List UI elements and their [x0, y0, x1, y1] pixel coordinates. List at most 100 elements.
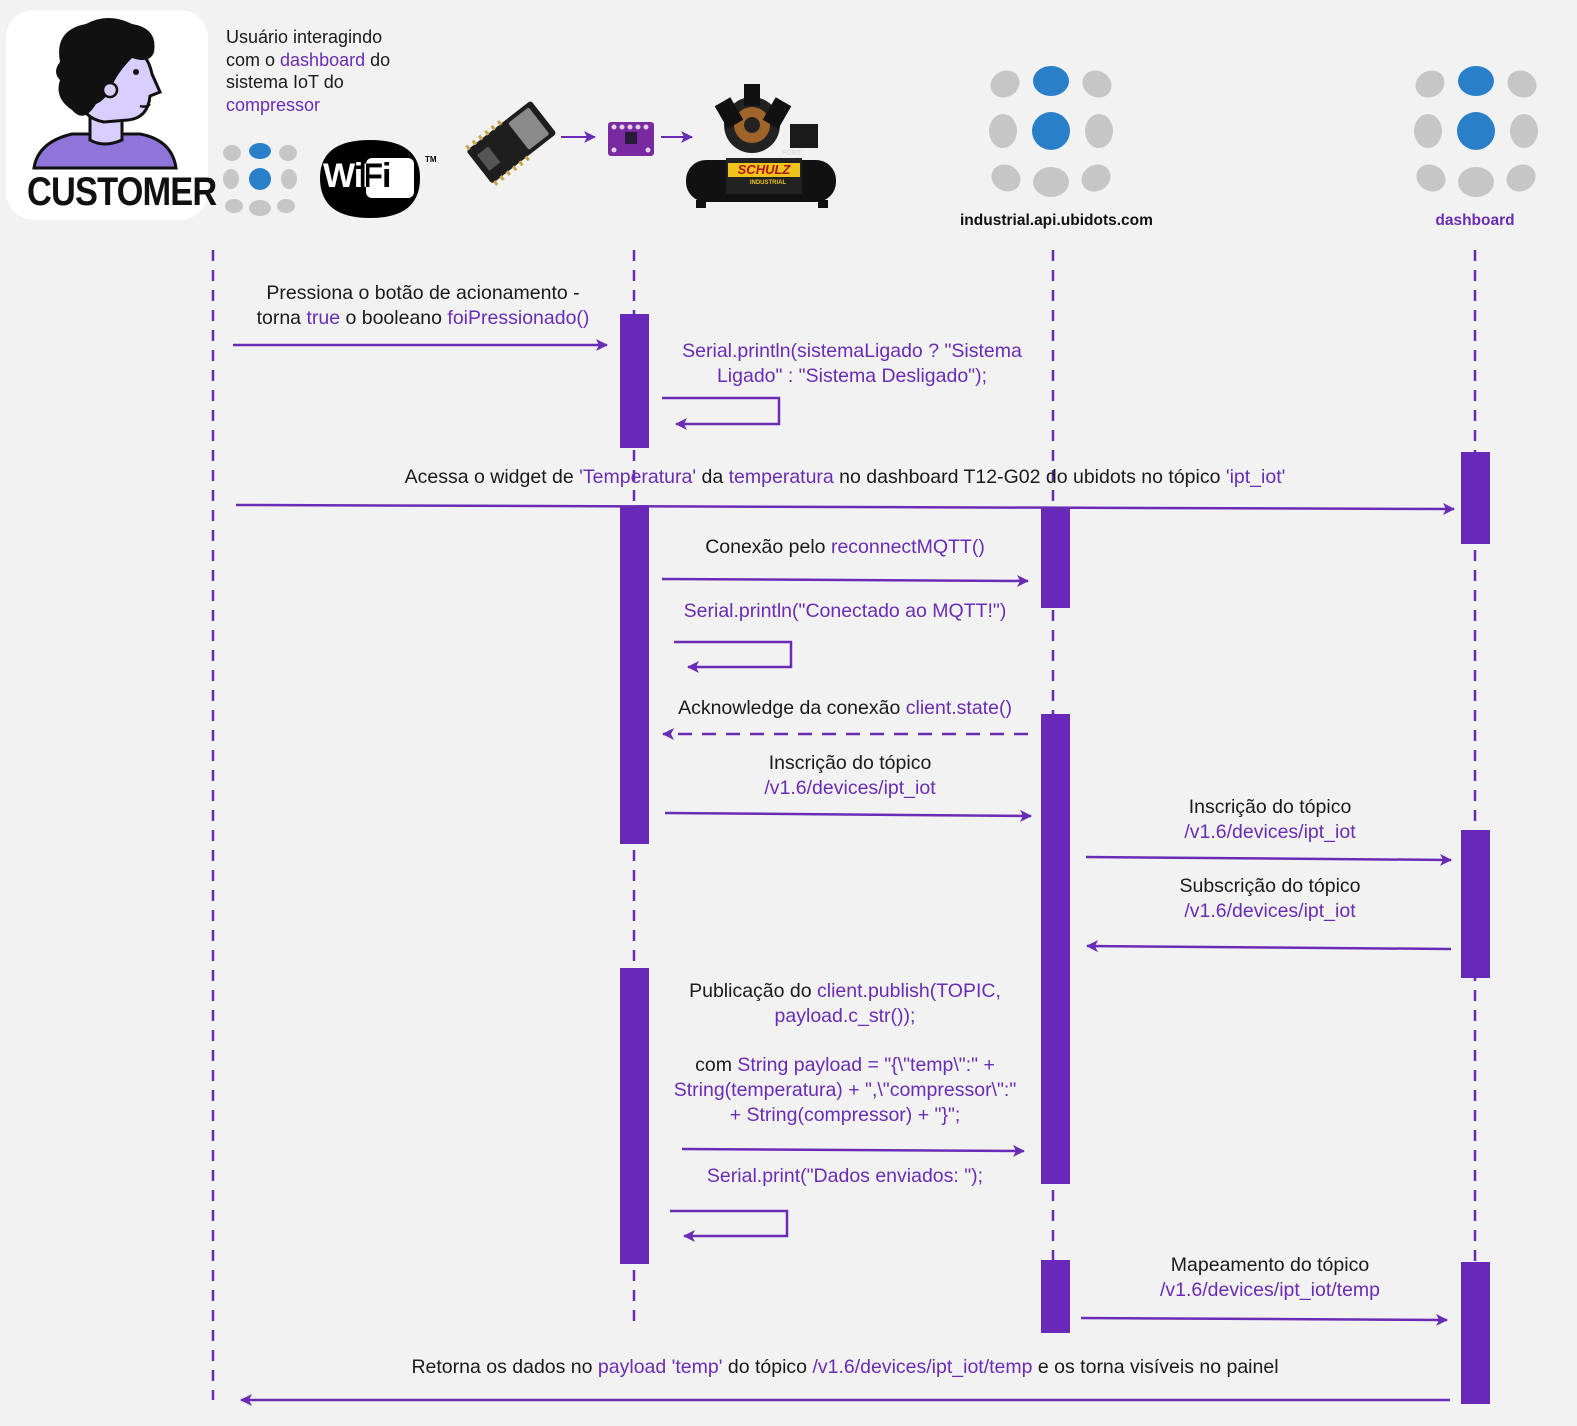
ubidots-api-logo: [989, 66, 1113, 197]
code-text: foiPressionado(): [447, 307, 590, 329]
message-line: /v1.6/devices/ipt_iot/temp: [1085, 1278, 1455, 1303]
ubidots-dashboard-logo: [1414, 66, 1538, 197]
plain-text: no dashboard T12-G02 do ubidots no tópic…: [833, 466, 1226, 488]
message-subscribe-topic-dashboard: Inscrição do tópico/v1.6/devices/ipt_iot: [1085, 795, 1455, 845]
code-text: /v1.6/devices/ipt_iot: [764, 777, 936, 799]
message-line: Ligado" : "Sistema Desligado");: [652, 364, 1052, 389]
code-text: String(temperatura) + ",\"compressor\":": [673, 1079, 1017, 1101]
message-line: /v1.6/devices/ipt_iot: [1085, 899, 1455, 924]
highlight-text: dashboard: [280, 49, 366, 70]
arrow-m8: [1085, 853, 1452, 866]
message-return-data: Retorna os dados no payload 'temp' do tó…: [240, 1355, 1450, 1380]
arrow-m3: [235, 502, 1455, 515]
message-line: Pressiona o botão de acionamento -: [223, 281, 623, 306]
message-topic-mapping: Mapeamento do tópico/v1.6/devices/ipt_io…: [1085, 1253, 1455, 1303]
message-line: [655, 1029, 1035, 1053]
message-line: Retorna os dados no payload 'temp' do tó…: [240, 1355, 1450, 1380]
activation-dashboard-3: [1461, 1262, 1490, 1404]
customer-avatar: [6, 10, 208, 220]
plain-text: da: [696, 466, 729, 488]
plain-text: Pressiona o botão de acionamento -: [266, 282, 580, 304]
plain-text: Publicação do: [689, 980, 818, 1002]
message-press-button: Pressiona o botão de acionamento -torna …: [223, 281, 623, 331]
plain-text: Conexão pelo: [705, 536, 831, 558]
code-text: client.state(): [905, 697, 1012, 719]
wifi-text: WiFi: [323, 157, 391, 195]
message-line: /v1.6/devices/ipt_iot: [1085, 820, 1455, 845]
activation-dashboard-1: [1461, 452, 1490, 544]
self-arrow-m11: [670, 1209, 789, 1242]
sensor-board-image: [608, 122, 654, 156]
self-arrow-m2: [662, 396, 781, 430]
arrow-m9: [1086, 940, 1452, 953]
message-line: Conexão pelo reconnectMQTT(): [660, 535, 1030, 560]
message-line: torna true o booleano foiPressionado(): [223, 306, 623, 331]
message-line: Acessa o widget de 'Temperatura' da temp…: [240, 465, 1450, 490]
compressor-model: FORT: [782, 150, 802, 157]
message-acknowledge: Acknowledge da conexão client.state(): [655, 696, 1035, 721]
message-subscription-topic: Subscrição do tópico/v1.6/devices/ipt_io…: [1085, 874, 1455, 924]
plain-text: Acknowledge da conexão: [678, 697, 906, 719]
message-line: /v1.6/devices/ipt_iot: [665, 776, 1035, 801]
activation-esp32-3: [620, 968, 649, 1264]
arrow-m4: [661, 574, 1029, 587]
plain-text: torna: [256, 307, 307, 329]
message-access-widget: Acessa o widget de 'Temperatura' da temp…: [240, 465, 1450, 490]
code-text: /v1.6/devices/ipt_iot: [1184, 821, 1356, 843]
message-line: Publicação do client.publish(TOPIC,: [655, 979, 1035, 1004]
highlight-text: compressor: [226, 94, 321, 115]
code-text: + String(compressor) + "}";: [729, 1104, 961, 1126]
message-line: Mapeamento do tópico: [1085, 1253, 1455, 1278]
code-text: Serial.println(sistemaLigado ? "Sistema: [682, 340, 1022, 362]
plain-text: com o: [226, 49, 281, 70]
plain-text: Subscrição do tópico: [1179, 875, 1361, 897]
plain-text: Mapeamento do tópico: [1170, 1254, 1370, 1276]
compressor-sub: INDUSTRIAL: [749, 180, 787, 186]
message-line: Serial.println("Conectado ao MQTT!"): [655, 599, 1035, 624]
plain-text: Inscrição do tópico: [768, 752, 932, 774]
code-text: payload.c_str());: [774, 1005, 916, 1027]
code-text: true: [306, 307, 341, 329]
user-description-line: com o dashboard do: [226, 49, 426, 72]
code-text: payload 'temp': [597, 1356, 723, 1378]
code-text: String payload = "{\"temp\":" +: [737, 1054, 995, 1076]
plain-text: Acessa o widget de: [404, 466, 580, 488]
message-line: Inscrição do tópico: [665, 751, 1035, 776]
plain-text: com: [695, 1054, 738, 1076]
code-text: temperatura: [728, 466, 834, 488]
activation-dashboard-2: [1461, 830, 1490, 978]
code-text: 'ipt_iot': [1225, 466, 1286, 488]
plain-text: e os torna visíveis no painel: [1032, 1356, 1279, 1378]
svg-text:TM: TM: [425, 155, 437, 164]
customer-label: CUSTOMER: [27, 170, 217, 214]
activation-api-1: [1041, 508, 1070, 608]
self-arrow-m5: [674, 640, 793, 673]
activation-api-2: [1041, 714, 1070, 1184]
message-line: Acknowledge da conexão client.state(): [655, 696, 1035, 721]
compressor-image: [686, 84, 836, 208]
code-text: /v1.6/devices/ipt_iot: [1184, 900, 1356, 922]
plain-text: do: [365, 49, 391, 70]
message-subscribe-topic-esp: Inscrição do tópico/v1.6/devices/ipt_iot: [665, 751, 1035, 801]
code-text: /v1.6/devices/ipt_iot/temp: [812, 1356, 1033, 1378]
plain-text: o booleano: [340, 307, 448, 329]
message-line: Subscrição do tópico: [1085, 874, 1455, 899]
activation-esp32-1: [620, 314, 649, 448]
message-reconnect-mqtt: Conexão pelo reconnectMQTT(): [660, 535, 1030, 560]
code-text: Ligado" : "Sistema Desligado");: [716, 365, 988, 387]
message-line: payload.c_str());: [655, 1004, 1035, 1029]
esp32-board-image: [465, 101, 556, 186]
arrow-m12: [1080, 1313, 1448, 1326]
api-label: industrial.api.ubidots.com: [960, 212, 1153, 229]
code-text: reconnectMQTT(): [830, 536, 985, 558]
plain-text: do tópico: [722, 1356, 813, 1378]
message-line: + String(compressor) + "}";: [655, 1103, 1035, 1128]
activation-api-3: [1041, 1260, 1070, 1333]
user-description-line: compressor: [226, 94, 426, 117]
message-serial-println-mqtt: Serial.println("Conectado ao MQTT!"): [655, 599, 1035, 624]
code-text: client.publish(TOPIC,: [817, 980, 1001, 1002]
message-publish: Publicação do client.publish(TOPIC,paylo…: [655, 979, 1035, 1128]
